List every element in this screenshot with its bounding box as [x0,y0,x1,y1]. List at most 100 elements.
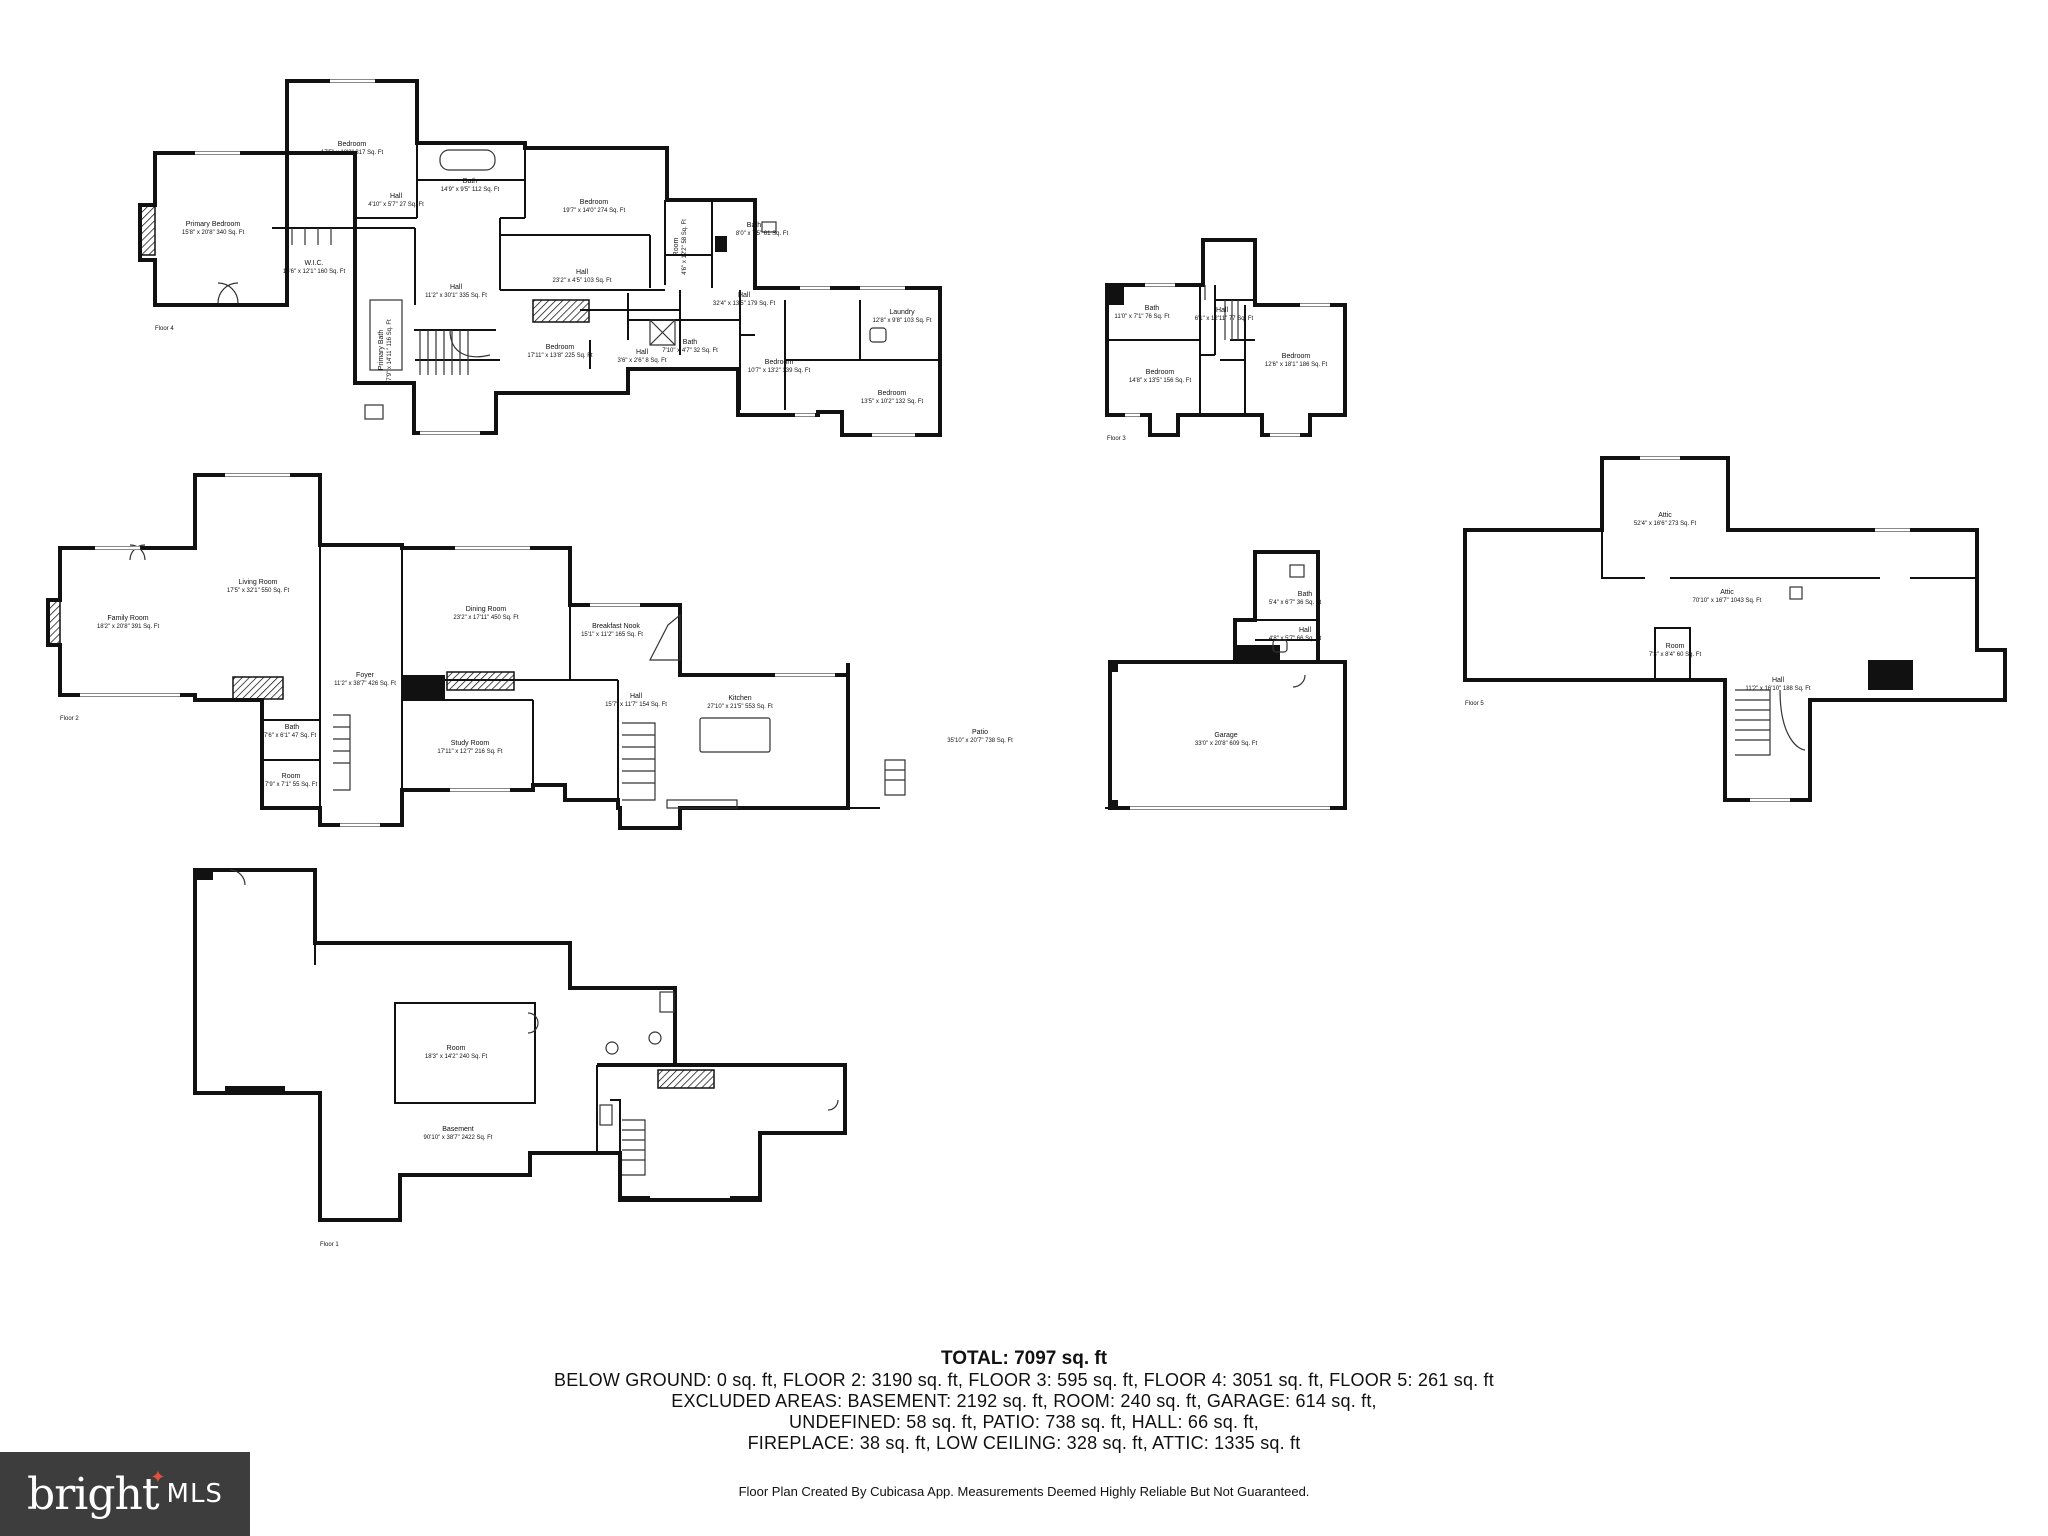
room-name: Primary Bedroom [186,221,241,228]
room-name: Bedroom [1146,369,1175,376]
room-dims: 17'5" x 32'1" 550 Sq. Ft [227,588,290,594]
room-name: Room [282,773,301,780]
floor-2-label: Floor 2 [60,716,79,722]
room-dims: 16'6" x 12'1" 160 Sq. Ft [283,269,346,275]
floor-3-label: Floor 3 [1107,436,1126,442]
floor-5-rooms: Attic 52'4" x 16'6" 273 Sq. Ft Attic 70'… [1634,512,1811,692]
room-dims: 17'11" x 13'8" 225 Sq. Ft [527,353,592,359]
floor-1-rooms: Room 18'3" x 14'2" 240 Sq. Ft Basement 9… [424,1045,493,1141]
room-dims: 17'11" x 12'7" 216 Sq. Ft [437,749,502,755]
room-dims: 12'8" x 9'8" 103 Sq. Ft [873,318,932,324]
room-name: Basement [442,1126,474,1133]
room-name: Hall [576,269,589,276]
area-breakdown-line: BELOW GROUND: 0 sq. ft, FLOOR 2: 3190 sq… [554,1370,1494,1390]
room-name: Bath [683,339,698,346]
room-dims: 14'9" x 9'5" 112 Sq. Ft [441,187,500,193]
floor-5-plan: Floor 5 Attic 52'4" x 16'6" 273 Sq. Ft A… [1463,456,2007,802]
room-dims: 11'2" x 30'1" 335 Sq. Ft [425,293,487,299]
room-name: Dining Room [466,606,507,613]
bright-mls-logo: bright✦ MLS [0,1452,250,1536]
room-dims: 7'6" x 6'1" 47 Sq. Ft [264,733,317,739]
room-name: Bedroom [580,199,609,206]
room-dims: 35'10" x 20'7" 738 Sq. Ft [947,738,1013,744]
room-name: Hall [450,284,463,291]
room-name: Room [1666,643,1685,650]
room-name: Room [673,238,680,257]
floor-3-rooms: Bath 11'0" x 7'1" 76 Sq. Ft Hall 6'1" x … [1114,305,1327,384]
room-dims: 4'8" x 5'7" 66 Sq. Ft [1269,636,1322,642]
room-dims: 70'10" x 16'7" 1043 Sq. Ft [1693,598,1762,604]
room-dims: 33'0" x 20'8" 609 Sq. Ft [1195,741,1258,747]
room-name: W.I.C. [304,260,323,267]
room-name: Bedroom [546,344,575,351]
room-dims: 23'2" x 4'5" 103 Sq. Ft [553,278,612,284]
room-dims: 4'10" x 5'7" 27 Sq. Ft [368,202,424,208]
area-summary: TOTAL: 7097 sq. ft BELOW GROUND: 0 sq. f… [0,1348,2048,1454]
floor-4-plan: Floor 4 Primary Bedroom 15'8" x 20'8" 34… [138,79,942,437]
room-dims: 11'2" x 38'7" 426 Sq. Ft [334,681,396,687]
room-dims: 5'4" x 6'7" 36 Sq. Ft [1269,600,1322,606]
room-name: Attic [1658,512,1672,519]
room-dims: 18'3" x 14'2" 240 Sq. Ft [425,1054,488,1060]
room-dims: 7'3" x 8'4" 60 Sq. Ft [1649,652,1702,658]
floor-4-label: Floor 4 [155,326,174,332]
room-dims: 32'4" x 13'5" 179 Sq. Ft [713,301,776,307]
room-name: Hall [1772,677,1785,684]
floor-1-plan: Floor 1 Room 18'3" x 14'2" 240 Sq. Ft Ba… [193,868,847,1248]
area-breakdown-line: FIREPLACE: 38 sq. ft, LOW CEILING: 328 s… [747,1433,1301,1453]
area-breakdown-line: UNDEFINED: 58 sq. ft, PATIO: 738 sq. ft,… [789,1412,1259,1432]
room-name: Bedroom [338,141,367,148]
room-dims: 19'7" x 14'0" 274 Sq. Ft [563,208,626,214]
room-dims: 7'9" x 7'1" 55 Sq. Ft [265,782,318,788]
room-name: Bedroom [1282,353,1311,360]
room-name: Hall [738,292,751,299]
floor-3-plan: Floor 3 Bath 11'0" x 7'1" 76 Sq. Ft Hall… [1105,238,1347,442]
room-name: Hall [630,693,643,700]
room-dims: 7'9" x 14'11" 116 Sq. Ft [387,319,393,381]
room-dims: 11'2" x 16'10" 188 Sq. Ft [1745,686,1810,692]
logo-spark-icon: ✦ [150,1466,165,1488]
room-dims: 27'10" x 21'5" 553 Sq. Ft [707,704,773,710]
room-dims: 13'5" x 10'2" 132 Sq. Ft [861,399,924,405]
room-dims: 3'6" x 2'6" 8 Sq. Ft [618,358,667,364]
room-name: Laundry [889,309,915,316]
room-name: Foyer [356,672,375,679]
total-area: TOTAL: 7097 sq. ft [940,1348,1108,1369]
room-name: Kitchen [728,695,751,702]
room-name: Hall [636,349,649,356]
logo-wordmark: bright✦ [27,1466,165,1520]
logo-suffix: MLS [166,1479,223,1509]
room-name: Hall [390,193,403,200]
room-dims: 52'4" x 16'6" 273 Sq. Ft [1634,521,1697,527]
room-name: Bedroom [765,359,794,366]
room-name: Patio [972,729,988,736]
room-name: Hall [1299,627,1312,634]
room-name: Bath [1145,305,1160,312]
room-dims: 14'8" x 13'5" 156 Sq. Ft [1129,378,1192,384]
disclaimer: Floor Plan Created By Cubicasa App. Meas… [738,1484,1310,1499]
room-name: Bedroom [878,390,907,397]
room-dims: 15'7" x 11'7" 154 Sq. Ft [605,702,667,708]
floor-2-rooms: Family Room 18'2" x 20'8" 391 Sq. Ft Liv… [97,579,1322,788]
room-name: Family Room [107,615,148,622]
room-dims: 15'8" x 20'8" 340 Sq. Ft [182,230,245,236]
floor-4-rooms: Primary Bedroom 15'8" x 20'8" 340 Sq. Ft… [182,141,932,405]
floor-1-label: Floor 1 [320,1242,339,1248]
area-breakdown-line: EXCLUDED AREAS: BASEMENT: 2192 sq. ft, R… [671,1391,1377,1411]
room-name: Bath [285,724,300,731]
room-dims: 23'2" x 17'11" 450 Sq. Ft [453,615,518,621]
room-name: Bath [1298,591,1313,598]
room-dims: 17'5" x 18'3" 317 Sq. Ft [321,150,384,156]
room-dims: 90'10" x 38'7" 2422 Sq. Ft [424,1135,493,1141]
room-dims: 6'1" x 12'11" 77 Sq. Ft [1195,316,1254,322]
room-dims: 18'2" x 20'8" 391 Sq. Ft [97,624,160,630]
room-name: Study Room [451,740,490,747]
floor-2-plan: Floor 2 Family Room 18'2" x 20'8" 391 Sq… [46,473,1347,830]
room-name: Attic [1720,589,1734,596]
room-name: Living Room [239,579,278,586]
room-dims: 10'7" x 13'2" 139 Sq. Ft [748,368,811,374]
room-dims: 4'6" x 12'2" 58 Sq. Ft [682,219,688,275]
room-name: Bath [747,222,762,229]
room-name: Garage [1214,732,1237,739]
